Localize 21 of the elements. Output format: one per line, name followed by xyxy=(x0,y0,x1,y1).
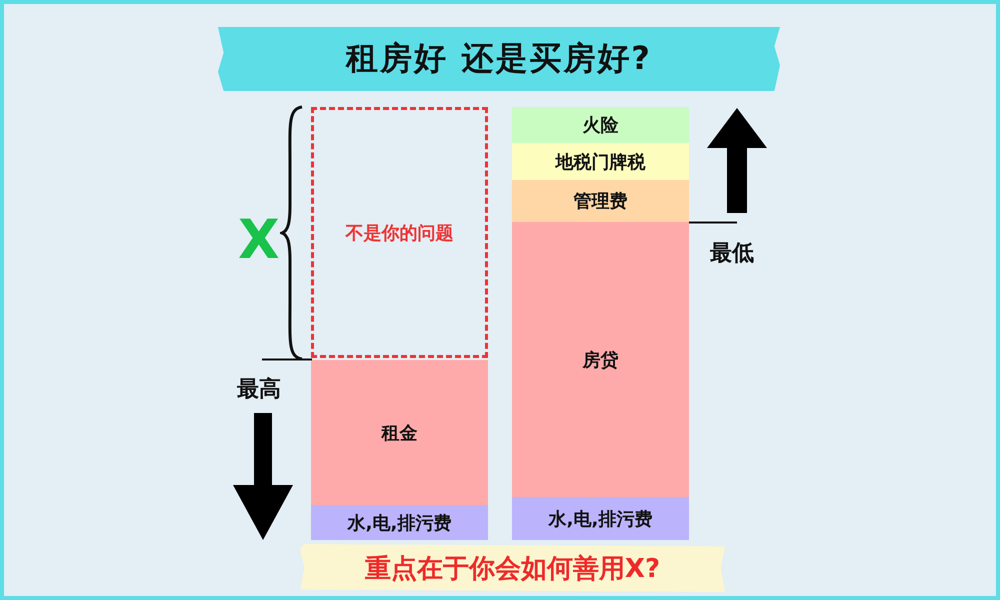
segment-label: 管理费 xyxy=(574,190,628,213)
variable-label: X xyxy=(238,208,280,271)
title: 租房好 还是买房好? xyxy=(346,38,652,79)
bar-segment xyxy=(512,180,689,222)
bar-segment xyxy=(512,497,689,540)
caption: 重点在于你会如何善用X? xyxy=(364,552,660,586)
bar-segment xyxy=(512,222,689,497)
axis-label: 最高 xyxy=(237,376,281,404)
segment-label: 水,电,排污费 xyxy=(348,512,452,534)
axis-label: 最低 xyxy=(710,240,754,268)
segment-label: 地税门牌税 xyxy=(556,150,646,174)
segment-label: 水,电,排污费 xyxy=(548,508,652,530)
bar-segment xyxy=(311,360,488,505)
segment-label: 租金 xyxy=(382,422,418,444)
segment-label: 不是你的问题 xyxy=(346,222,454,244)
bar-segment xyxy=(311,505,488,540)
segment-label: 房贷 xyxy=(582,348,618,372)
segment-label: 火险 xyxy=(582,114,618,137)
bar-segment xyxy=(512,143,689,180)
dashed-box xyxy=(311,107,488,358)
bar-segment xyxy=(512,107,689,143)
